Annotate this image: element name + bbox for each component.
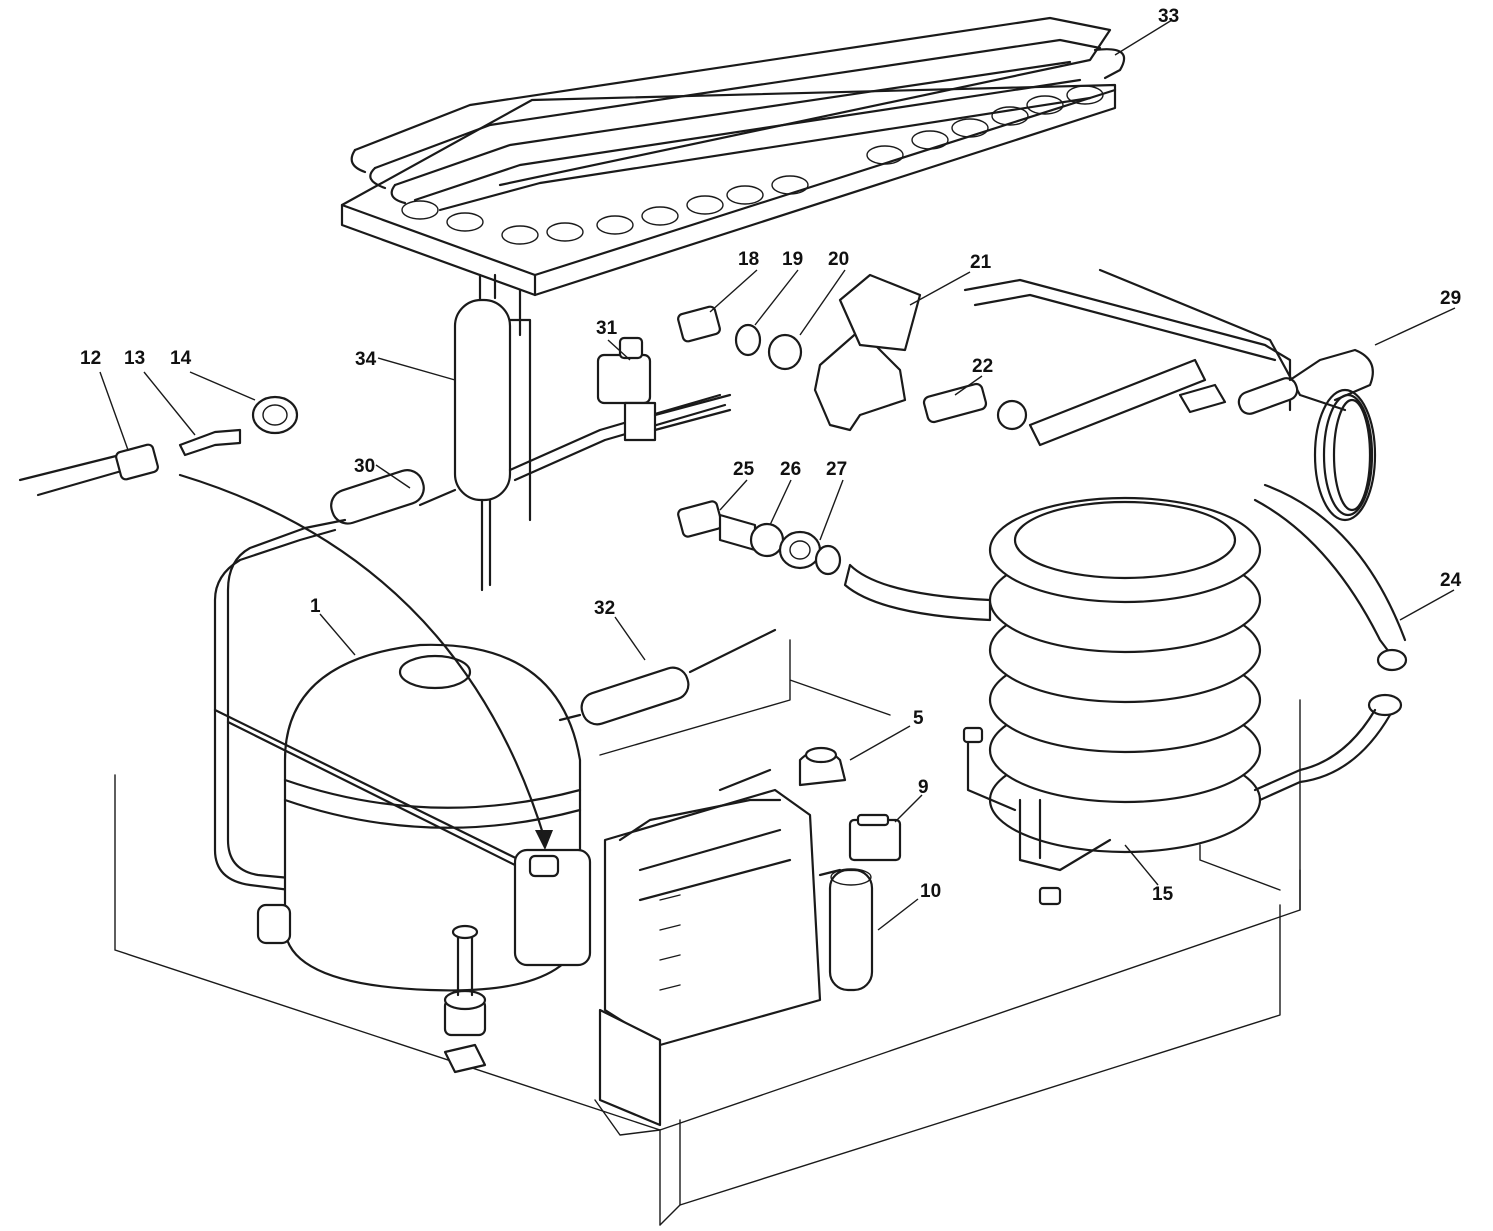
callout-20: 20 — [828, 249, 849, 270]
callout-5: 5 — [913, 708, 924, 729]
callout-18: 18 — [738, 249, 759, 270]
electrical-components — [598, 746, 902, 1127]
callout-10: 10 — [920, 881, 941, 902]
callout-27: 27 — [826, 459, 847, 480]
callout-1: 1 — [310, 596, 321, 617]
pipes-29 — [1178, 348, 1377, 522]
callout-19: 19 — [782, 249, 803, 270]
callout-14: 14 — [170, 348, 192, 369]
callout-13: 13 — [124, 348, 145, 369]
compressor — [213, 643, 592, 1074]
callout-12: 12 — [80, 348, 101, 369]
callout-21: 21 — [970, 252, 992, 273]
evaporator — [340, 16, 1126, 297]
callout-29: 29 — [1440, 288, 1461, 309]
callout-32: 32 — [594, 598, 615, 619]
pipe-filter-30 — [213, 469, 457, 892]
callout-24: 24 — [1440, 570, 1462, 591]
drier-assembly — [453, 273, 727, 592]
callout-15: 15 — [1152, 884, 1174, 905]
callout-26: 26 — [780, 459, 801, 480]
base-frame — [114, 639, 1301, 1226]
callout-9: 9 — [918, 777, 929, 798]
fitting-22 — [922, 358, 1207, 447]
leader-lines — [99, 19, 1456, 931]
hose-24 — [1253, 483, 1408, 802]
callout-labels: 1 5 9 10 12 13 14 15 18 19 20 21 22 24 2… — [80, 6, 1462, 905]
fittings-12-13-14 — [18, 395, 553, 850]
callout-34: 34 — [355, 349, 377, 370]
callout-22: 22 — [972, 356, 993, 377]
valve-group — [677, 273, 922, 432]
callout-30: 30 — [354, 456, 375, 477]
callout-25: 25 — [733, 459, 755, 480]
condenser-coil — [962, 268, 1347, 906]
filter-32 — [558, 628, 777, 726]
fittings-25-27 — [677, 500, 992, 622]
callout-33: 33 — [1158, 6, 1179, 27]
callout-31: 31 — [596, 318, 618, 339]
solenoid-31 — [596, 336, 732, 442]
